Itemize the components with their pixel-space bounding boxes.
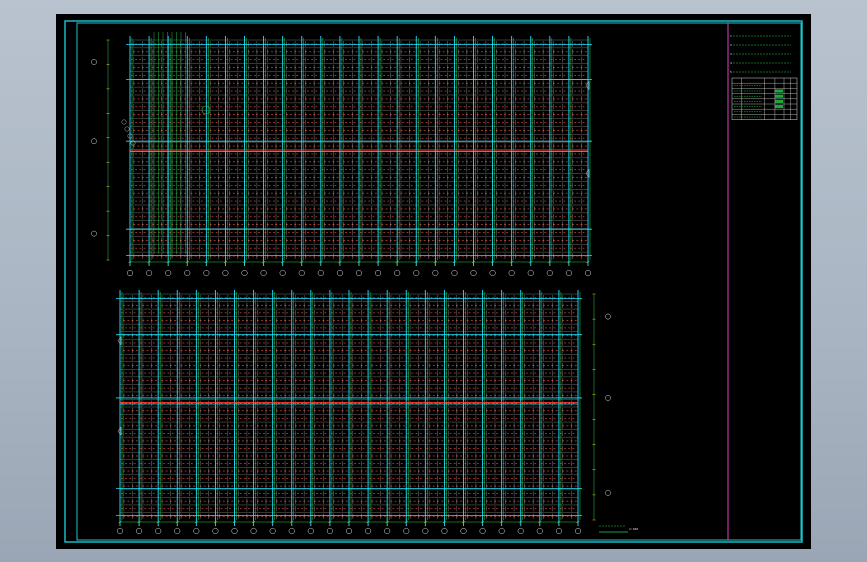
axis-bubble [470, 269, 477, 277]
axis-bubble [279, 269, 286, 277]
inner-frame [76, 22, 802, 541]
axis-bubble [222, 269, 229, 277]
axis-bubble [203, 269, 210, 277]
section-mark [585, 168, 590, 179]
axis-bubble [375, 269, 382, 277]
upper-plan [91, 32, 592, 277]
axis-bubble [394, 269, 401, 277]
axis-bubble [184, 269, 191, 277]
axis-bubble [298, 269, 305, 277]
axis-bubble [565, 269, 572, 277]
axis-bubble [413, 269, 420, 277]
axis-bubble [432, 269, 439, 277]
outer-frame [64, 20, 803, 543]
detail-bubble [124, 126, 130, 132]
axis-bubble [241, 269, 248, 277]
detail-callout [201, 105, 211, 115]
axis-bubble [527, 269, 534, 277]
axis-bubble [165, 269, 172, 277]
axis-bubble [508, 269, 515, 277]
row-axis-bubble [91, 230, 97, 237]
detail-bubble [121, 119, 127, 125]
axis-bubble [489, 269, 496, 277]
axis-bubble [451, 269, 458, 277]
axis-bubble [546, 269, 553, 277]
row-axis-bubble [91, 59, 97, 65]
axis-bubble [126, 269, 134, 277]
axis-bubble [355, 269, 363, 277]
lower-plan [116, 290, 611, 535]
row-axis-bubble [91, 138, 97, 145]
axis-bubble [336, 269, 343, 277]
section-mark [585, 80, 590, 91]
axis-bubble [584, 269, 592, 277]
axis-bubble [146, 269, 153, 277]
detail-bubble [127, 133, 133, 139]
axis-bubble [317, 269, 324, 277]
axis-bubble [260, 269, 267, 277]
detail-bubble [130, 140, 136, 146]
